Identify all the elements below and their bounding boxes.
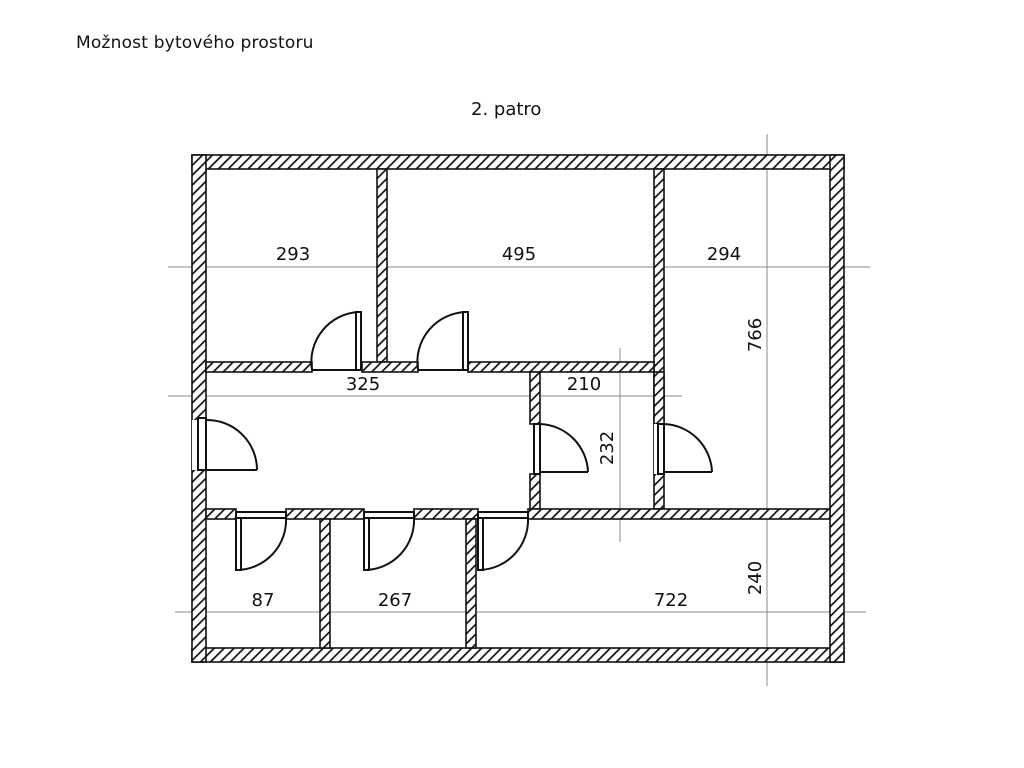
room-label-top-middle: 495 [502, 244, 536, 265]
wall-top [191, 154, 845, 170]
room-label-top-right: 294 [707, 244, 741, 265]
wall-hall-top-a [205, 361, 313, 373]
door-top-left [310, 311, 362, 371]
room-label-small-room: 210 [567, 374, 601, 395]
dimension-labels: 766 232 240 [597, 318, 766, 595]
room-label-hall: 325 [346, 374, 380, 395]
page-title: Možnost bytového prostoru [76, 33, 314, 53]
door-bottom-right [477, 511, 530, 571]
wall-bottom-divider-1 [319, 518, 331, 649]
door-top-middle [416, 311, 469, 371]
wall-hall-top-b [361, 361, 419, 373]
wall-hall-top-c [467, 361, 655, 373]
dim-label-bottom-height: 240 [745, 561, 766, 595]
room-label-bottom-right: 722 [654, 590, 688, 611]
wall-small-room-left-a [529, 371, 541, 425]
door-right-room [657, 423, 713, 475]
wall-bottom-divider-2 [465, 518, 477, 649]
doors [197, 311, 713, 571]
room-label-bottom-middle: 267 [378, 590, 412, 611]
door-left-entrance [197, 417, 258, 471]
wall-small-room-left-b [529, 473, 541, 510]
wall-left [191, 154, 207, 663]
wall-right [829, 154, 845, 663]
wall-hall-mid-a [205, 508, 237, 520]
door-bottom-left [235, 511, 288, 571]
dim-label-right-height: 766 [745, 318, 766, 352]
room-label-bottom-left: 87 [252, 590, 275, 611]
floor-title: 2. patro [471, 99, 542, 120]
dimension-lines [168, 134, 870, 686]
wall-bottom [191, 647, 845, 663]
walls [191, 154, 845, 663]
dim-label-small-room-height: 232 [597, 431, 618, 465]
room-labels: 293 495 294 325 210 87 267 722 [252, 244, 742, 611]
wall-right-room-left-a [653, 371, 665, 425]
room-label-top-left: 293 [276, 244, 310, 265]
door-bottom-middle [363, 511, 416, 571]
door-small-room [533, 423, 589, 475]
wall-hall-mid-b [285, 508, 365, 520]
wall-hall-mid-d [527, 508, 831, 520]
wall-divider-top-1 [376, 168, 388, 363]
wall-hall-mid-c [413, 508, 479, 520]
